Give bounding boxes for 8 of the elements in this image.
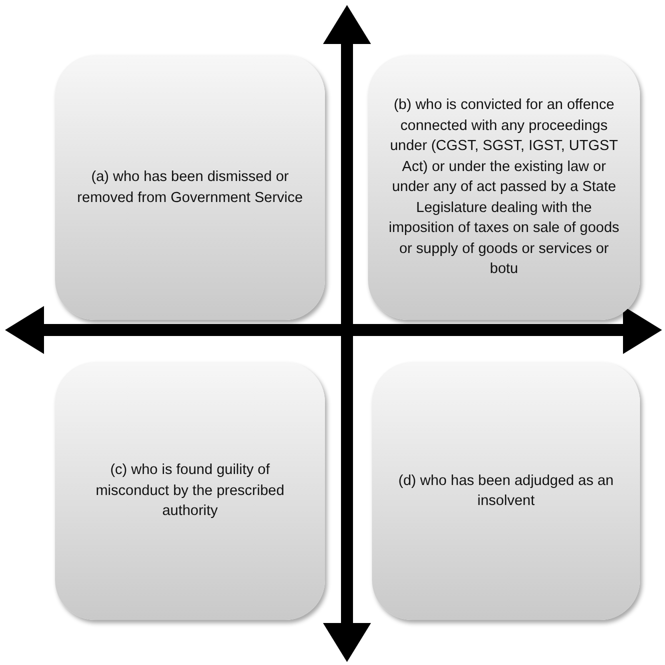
box-text: (b) who is convicted for an offence connected with any proceedings under (CGST, SGST, IGST, UTGST Act) or under the existing law or under any of act passed by a State Legislature dealing with the imposition of taxes on sale of goods or supply of goods or services or botu <box>388 96 620 280</box>
box-text: (d) who has been adjudged as an insolvent <box>397 472 615 511</box>
rounded-box <box>372 362 640 620</box>
rounded-box <box>55 362 325 620</box>
box-text: (a) who has been dismissed or removed from Government Service <box>76 168 304 208</box>
rounded-box <box>368 55 640 320</box>
box-text: (c) who is found guility of misconduct by the prescribed authority <box>94 461 286 522</box>
rounded-box <box>55 55 325 320</box>
